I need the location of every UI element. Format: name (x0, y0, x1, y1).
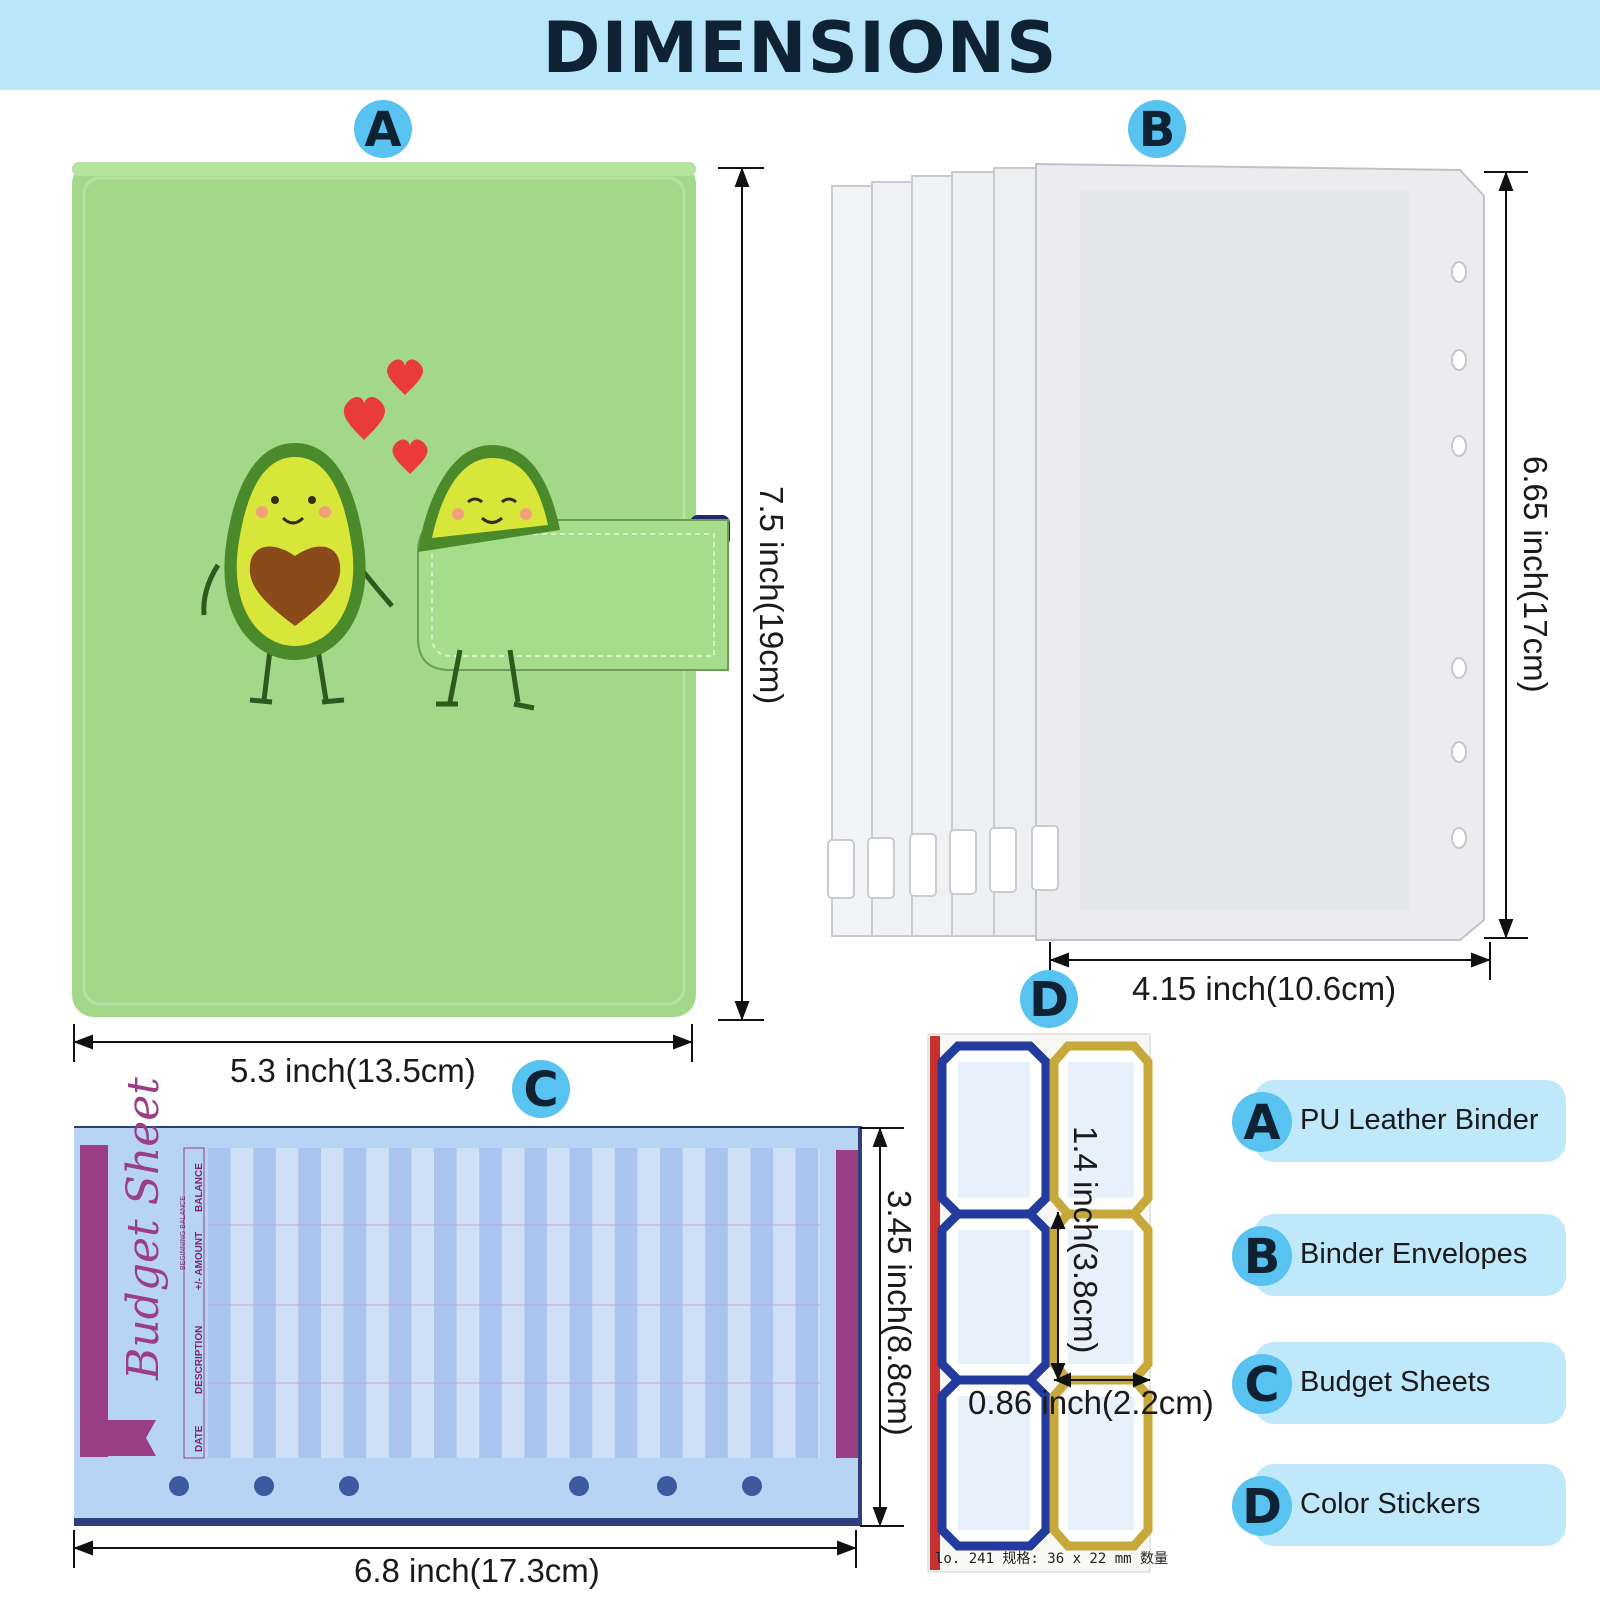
sheet-width-label: 6.8 inch(17.3cm) (354, 1552, 600, 1589)
sheet-column-stripe (524, 1148, 547, 1458)
sheet-column-stripe (795, 1148, 819, 1458)
binder-width-label: 5.3 inch(13.5cm) (230, 1052, 476, 1089)
legend-item-budget-sheets: C Budget Sheets (1232, 1342, 1568, 1424)
legend-label: Binder Envelopes (1300, 1238, 1528, 1270)
budget-sheets-image (74, 1126, 862, 1526)
sheet-column-stripe (705, 1148, 728, 1458)
legend-pill (1254, 1464, 1566, 1546)
legend-label: Budget Sheets (1300, 1366, 1491, 1398)
badge-a: A (354, 100, 412, 158)
legend-letter: A (1232, 1092, 1292, 1152)
sheet-column-stripe (388, 1148, 412, 1458)
sheet-column-stripe (569, 1148, 593, 1458)
sheet-column-stripe (479, 1148, 502, 1458)
dimension-lines (73, 167, 1528, 1568)
binder-height-label: 7.5 inch(19cm) (753, 486, 790, 705)
badge-c: C (512, 1060, 570, 1118)
budget-sheet-title: Budget Sheet (118, 1077, 169, 1380)
beginning-balance-label: BEGINNING BALANCE (180, 1196, 187, 1270)
sheet-column-stripe (253, 1148, 276, 1458)
legend-pill (1254, 1080, 1566, 1162)
legend-item-envelopes: B Binder Envelopes (1232, 1214, 1568, 1296)
sheet-height-label: 3.45 inch(8.8cm) (881, 1190, 918, 1436)
column-description: DESCRIPTION (194, 1325, 205, 1394)
sticker-height-label: 1.4 inch(3.8cm) (1067, 1126, 1104, 1354)
legend-item-stickers: D Color Stickers (1232, 1464, 1568, 1546)
sheet-column-stripe (750, 1148, 773, 1458)
sheet-column-stripe (660, 1148, 683, 1458)
sticker-width-label: 0.86 inch(2.2cm) (968, 1384, 1214, 1421)
sheet-column-stripe (434, 1148, 457, 1458)
badge-d: D (1020, 970, 1078, 1028)
legend-letter: C (1232, 1354, 1292, 1414)
legend-pill (1254, 1342, 1566, 1424)
sticker-sheet-footer: lo. 241 规格: 36 x 22 mm 数量 (935, 1551, 1169, 1567)
sheet-column-stripe (343, 1148, 367, 1458)
legend-letter: B (1232, 1226, 1292, 1286)
sheet-column-stripe (614, 1148, 638, 1458)
legend-item-binder: A PU Leather Binder (1232, 1080, 1568, 1162)
page-title: DIMENSIONS (542, 7, 1058, 89)
legend-letter: D (1232, 1476, 1292, 1536)
envelope-height-label: 6.65 inch(17cm) (1517, 456, 1554, 693)
column-amount: +/- AMOUNT (194, 1231, 205, 1290)
binder-image (72, 162, 730, 1017)
envelopes-image (827, 162, 1485, 941)
column-date: DATE (194, 1425, 205, 1452)
column-balance: BALANCE (194, 1163, 205, 1212)
sheet-column-stripe (298, 1148, 321, 1458)
header-banner: DIMENSIONS (0, 0, 1600, 90)
legend-label: PU Leather Binder (1300, 1104, 1539, 1136)
envelope-width-label: 4.15 inch(10.6cm) (1132, 970, 1397, 1007)
badge-b: B (1128, 100, 1186, 158)
sticker-sheet-image (927, 1033, 1153, 1573)
legend-pill (1254, 1214, 1566, 1296)
legend-label: Color Stickers (1300, 1488, 1481, 1520)
sheet-column-stripe (208, 1148, 231, 1458)
